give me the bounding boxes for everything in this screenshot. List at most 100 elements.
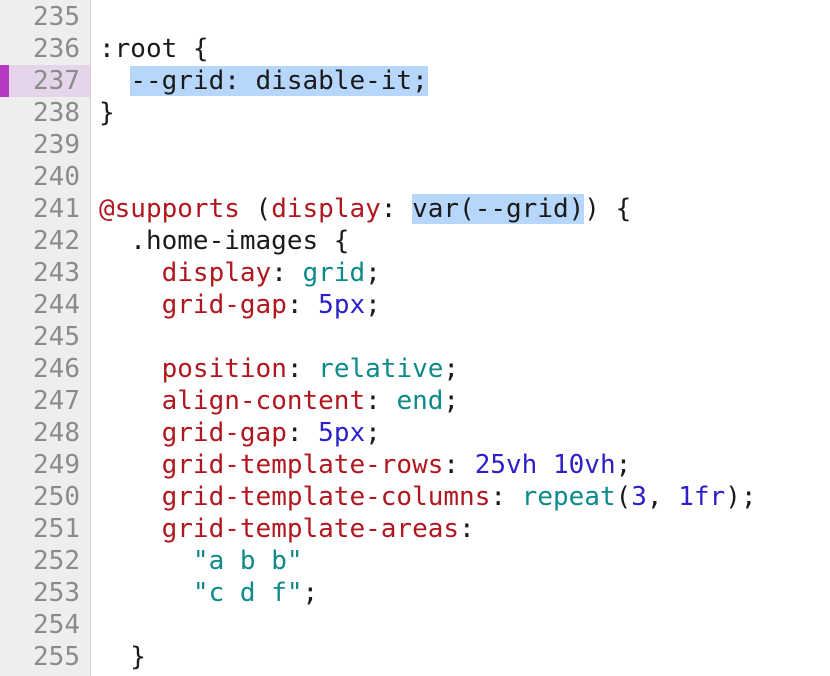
code-token [99, 514, 162, 544]
code-token: align-content [161, 386, 366, 416]
code-text[interactable]: "c d f"; [99, 577, 318, 609]
breakpoint-marker[interactable] [0, 65, 9, 97]
code-text[interactable]: grid-gap: 5px; [99, 289, 381, 321]
line-number[interactable]: 252 [33, 546, 80, 576]
code-token: end [396, 386, 444, 416]
code-line[interactable]: 242 .home-images { [0, 225, 830, 257]
line-number[interactable]: 241 [33, 194, 80, 224]
code-token [99, 418, 162, 448]
code-token: position [161, 354, 287, 384]
code-token [99, 482, 162, 512]
code-line[interactable]: 252 "a b b" [0, 545, 830, 577]
code-token [99, 546, 193, 576]
line-number[interactable]: 239 [33, 130, 80, 160]
code-text[interactable]: .home-images { [99, 225, 349, 257]
code-text[interactable]: @supports (display: var(--grid)) { [99, 193, 631, 225]
code-line[interactable]: 249 grid-template-rows: 25vh 10vh; [0, 449, 830, 481]
code-line[interactable]: 251 grid-template-areas: [0, 513, 830, 545]
code-text[interactable]: } [99, 641, 146, 673]
code-token: : [365, 386, 397, 416]
code-line[interactable]: 241 @supports (display: var(--grid)) { [0, 193, 830, 225]
code-token [99, 290, 162, 320]
code-text[interactable]: "a b b" [99, 545, 303, 577]
code-line[interactable]: 248 grid-gap: 5px; [0, 417, 830, 449]
code-line[interactable]: 255 } [0, 641, 830, 673]
code-line[interactable]: 245 [0, 321, 830, 353]
code-token: ; [615, 450, 632, 480]
line-number[interactable]: 238 [33, 98, 80, 128]
code-line[interactable]: 244 grid-gap: 5px; [0, 289, 830, 321]
code-token: } [99, 98, 115, 128]
code-text[interactable]: } [99, 97, 115, 129]
line-number[interactable]: 237 [33, 66, 80, 96]
line-number[interactable]: 247 [33, 386, 80, 416]
line-number[interactable]: 244 [33, 290, 80, 320]
code-token [99, 258, 162, 288]
selected-token: --grid: disable-it; [130, 66, 428, 96]
code-token: 1fr [678, 482, 726, 512]
code-text[interactable]: --grid: disable-it; [99, 65, 428, 97]
code-text[interactable]: grid-template-columns: repeat(3, 1fr); [99, 481, 757, 513]
code-token: repeat [521, 482, 616, 512]
code-text[interactable]: position: relative; [99, 353, 459, 385]
code-token: 5px [318, 418, 366, 448]
code-token: : [271, 258, 303, 288]
code-text[interactable]: grid-template-areas: [99, 513, 475, 545]
code-line[interactable]: 247 align-content: end; [0, 385, 830, 417]
code-line[interactable]: 253 "c d f"; [0, 577, 830, 609]
line-number[interactable]: 236 [33, 34, 80, 64]
code-token: display [271, 194, 381, 224]
code-text[interactable]: grid-gap: 5px; [99, 417, 381, 449]
code-line[interactable]: 250 grid-template-columns: repeat(3, 1fr… [0, 481, 830, 513]
code-token: ); [725, 482, 757, 512]
code-text[interactable]: grid-template-rows: 25vh 10vh; [99, 449, 632, 481]
code-token: "a b b" [192, 546, 303, 576]
code-line[interactable]: 236 :root { [0, 33, 830, 65]
line-number[interactable]: 246 [33, 354, 80, 384]
line-number[interactable]: 249 [33, 450, 80, 480]
code-text[interactable]: display: grid; [99, 257, 381, 289]
code-token: 3 [631, 482, 647, 512]
code-token: : [490, 482, 522, 512]
code-line[interactable]: 237 --grid: disable-it; [0, 65, 830, 97]
code-token: : [286, 290, 319, 320]
line-number[interactable]: 245 [33, 322, 80, 352]
code-token: grid-gap [161, 290, 287, 320]
code-token: ; [302, 578, 319, 608]
code-line[interactable]: 239 [0, 129, 830, 161]
line-number[interactable]: 235 [33, 2, 80, 32]
code-token: : [286, 418, 319, 448]
code-token [537, 450, 553, 480]
line-number[interactable]: 242 [33, 226, 80, 256]
code-line[interactable]: 254 [0, 609, 830, 641]
line-number[interactable]: 253 [33, 578, 80, 608]
line-number[interactable]: 250 [33, 482, 80, 512]
code-line[interactable]: 246 position: relative; [0, 353, 830, 385]
code-line[interactable]: 235 [0, 1, 830, 33]
code-line[interactable]: 243 display: grid; [0, 257, 830, 289]
code-line[interactable]: 238} [0, 97, 830, 129]
code-token: ( [615, 482, 632, 512]
code-token: grid-template-areas [161, 514, 460, 544]
line-number[interactable]: 240 [33, 162, 80, 192]
code-token: ; [365, 290, 381, 320]
code-token: "c d f" [192, 578, 303, 608]
line-number[interactable]: 254 [33, 610, 80, 640]
code-token: :root { [99, 34, 209, 64]
code-line[interactable]: 240 [0, 161, 830, 193]
code-token [99, 66, 130, 96]
code-text[interactable]: align-content: end; [99, 385, 459, 417]
line-number[interactable]: 251 [33, 514, 80, 544]
line-number-gutter [0, 0, 91, 676]
code-token: ; [443, 354, 460, 384]
code-token: display [161, 258, 272, 288]
code-token: ; [443, 386, 460, 416]
line-number[interactable]: 243 [33, 258, 80, 288]
line-number[interactable]: 255 [33, 642, 80, 672]
line-number[interactable]: 248 [33, 418, 80, 448]
code-text[interactable]: :root { [99, 33, 209, 65]
code-token: : [380, 194, 413, 224]
code-token [99, 386, 162, 416]
code-token [99, 450, 162, 480]
